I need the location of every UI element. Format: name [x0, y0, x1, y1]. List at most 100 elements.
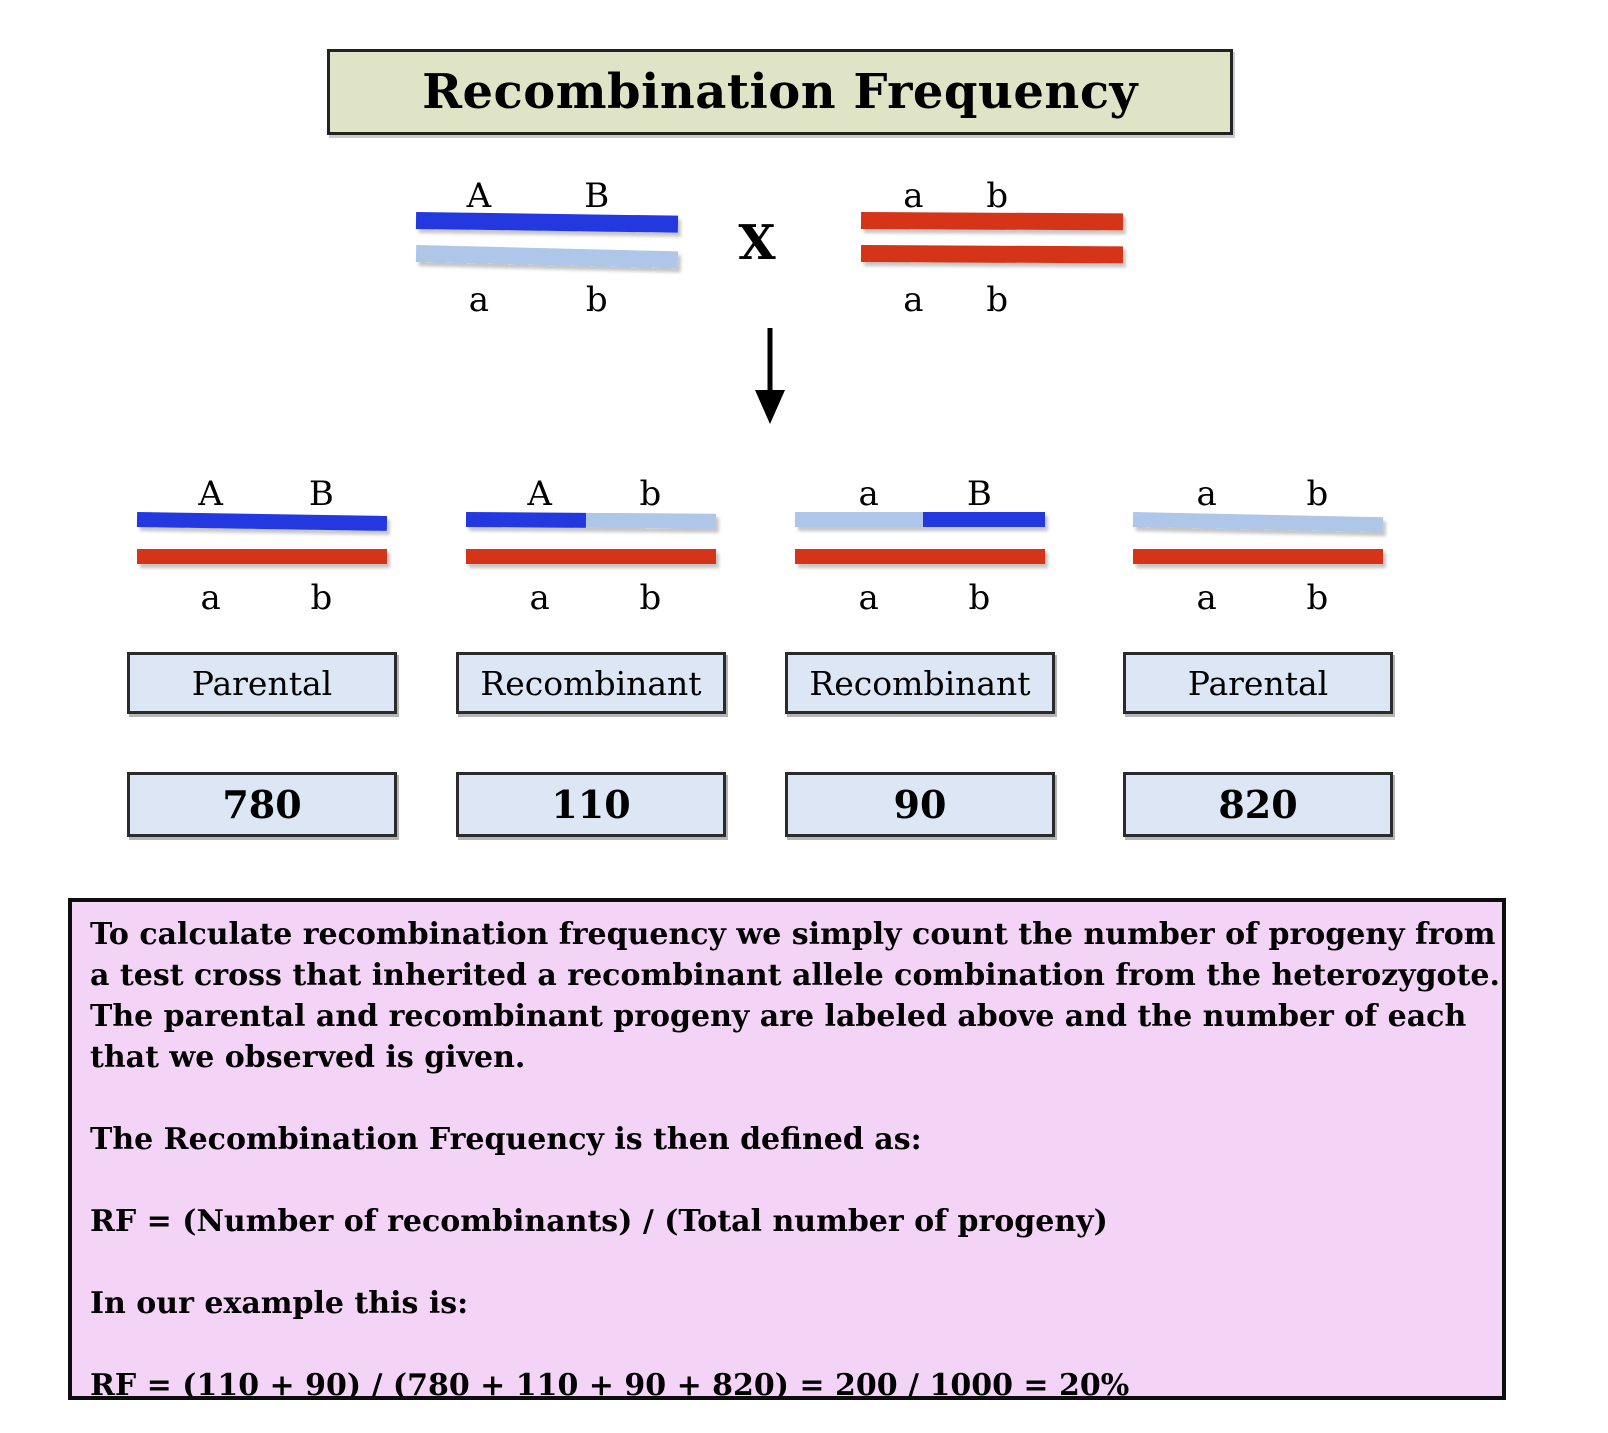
chromosome-bar — [795, 549, 1045, 564]
category-box: Parental — [1123, 652, 1393, 714]
chromosome-segment-red — [137, 549, 387, 564]
allele-label: a — [1196, 474, 1217, 514]
chromosome-segment-light_blue — [415, 245, 679, 269]
chromosome-bar — [137, 549, 387, 564]
explanation-paragraph: RF = (Number of recombinants) / (Total n… — [90, 1201, 1486, 1242]
explanation-line: that we observed is given. — [90, 1040, 526, 1075]
explanation-paragraph: RF = (110 + 90) / (780 + 110 + 90 + 820)… — [90, 1365, 1486, 1400]
allele-label: b — [1306, 578, 1329, 618]
allele-label: b — [310, 578, 333, 618]
explanation-line: To calculate recombination frequency we … — [90, 917, 1496, 952]
allele-label: a — [468, 280, 490, 320]
chromosome-segment-blue — [415, 212, 679, 233]
chromosome-segment-light_blue — [585, 512, 717, 529]
allele-label: A — [466, 176, 492, 216]
chromosome-segment-light_blue — [795, 512, 923, 527]
chromosome-bar — [860, 212, 1124, 231]
chromosome-segment-blue — [922, 512, 1045, 527]
allele-label: b — [1306, 474, 1329, 514]
chromosome-segment-red — [795, 549, 1045, 564]
chromosome-segment-blue — [136, 512, 388, 531]
allele-label: b — [986, 280, 1009, 320]
chromosome-segment-blue — [465, 512, 587, 528]
chromosome-segment-red — [1133, 549, 1383, 564]
chromosome-bar — [465, 512, 717, 529]
allele-label: a — [858, 578, 879, 618]
count-box: 90 — [785, 772, 1055, 837]
allele-label: B — [966, 474, 992, 514]
chromosome-bar — [1132, 512, 1384, 533]
cross-operator: X — [738, 215, 776, 271]
chromosome-bar — [466, 549, 716, 564]
explanation-paragraph: To calculate recombination frequency we … — [90, 914, 1500, 1078]
title-box: Recombination Frequency — [327, 49, 1233, 135]
chromosome-segment-red — [860, 245, 1124, 264]
chromosome-bar — [795, 512, 1045, 527]
category-box: Recombinant — [456, 652, 726, 714]
allele-label: A — [198, 474, 223, 514]
count-value: 90 — [893, 782, 947, 827]
count-box: 780 — [127, 772, 397, 837]
allele-label: a — [903, 280, 924, 320]
allele-label: B — [308, 474, 334, 514]
explanation-box: To calculate recombination frequency we … — [68, 898, 1506, 1400]
chromosome-bar — [415, 212, 679, 233]
allele-label: a — [858, 474, 879, 514]
count-value: 110 — [551, 782, 631, 827]
category-label: Parental — [191, 663, 333, 703]
explanation-line: RF = (110 + 90) / (780 + 110 + 90 + 820)… — [90, 1368, 1130, 1400]
explanation-paragraph: In our example this is: — [90, 1283, 1486, 1324]
chromosome-segment-light_blue — [1132, 512, 1384, 533]
chromosome-bar — [136, 512, 388, 531]
explanation-line: RF = (Number of recombinants) / (Total n… — [90, 1204, 1108, 1239]
allele-label: b — [986, 176, 1009, 216]
allele-label: b — [639, 578, 662, 618]
category-box: Parental — [127, 652, 397, 714]
explanation-line: The Recombination Frequency is then defi… — [90, 1122, 922, 1157]
chromosome-bar — [415, 245, 679, 269]
allele-label: B — [584, 176, 610, 216]
allele-label: a — [1196, 578, 1217, 618]
allele-label: A — [527, 474, 552, 514]
count-box: 110 — [456, 772, 726, 837]
allele-label: b — [585, 280, 608, 320]
explanation-line: The parental and recombinant progeny are… — [90, 999, 1467, 1034]
down-arrow-icon — [755, 328, 785, 424]
allele-label: a — [903, 176, 924, 216]
allele-label: b — [639, 474, 662, 514]
chromosome-segment-red — [466, 549, 716, 564]
category-label: Recombinant — [480, 663, 702, 703]
count-value: 820 — [1218, 782, 1298, 827]
allele-label: b — [968, 578, 991, 618]
chromosome-bar — [860, 245, 1124, 264]
explanation-line: a test cross that inherited a recombinan… — [90, 958, 1500, 993]
count-value: 780 — [222, 782, 302, 827]
category-label: Recombinant — [809, 663, 1031, 703]
explanation-line: In our example this is: — [90, 1286, 469, 1321]
category-label: Parental — [1187, 663, 1329, 703]
allele-label: a — [529, 578, 550, 618]
chromosome-bar — [1133, 549, 1383, 564]
count-box: 820 — [1123, 772, 1393, 837]
page-title: Recombination Frequency — [422, 64, 1138, 120]
allele-label: a — [200, 578, 221, 618]
